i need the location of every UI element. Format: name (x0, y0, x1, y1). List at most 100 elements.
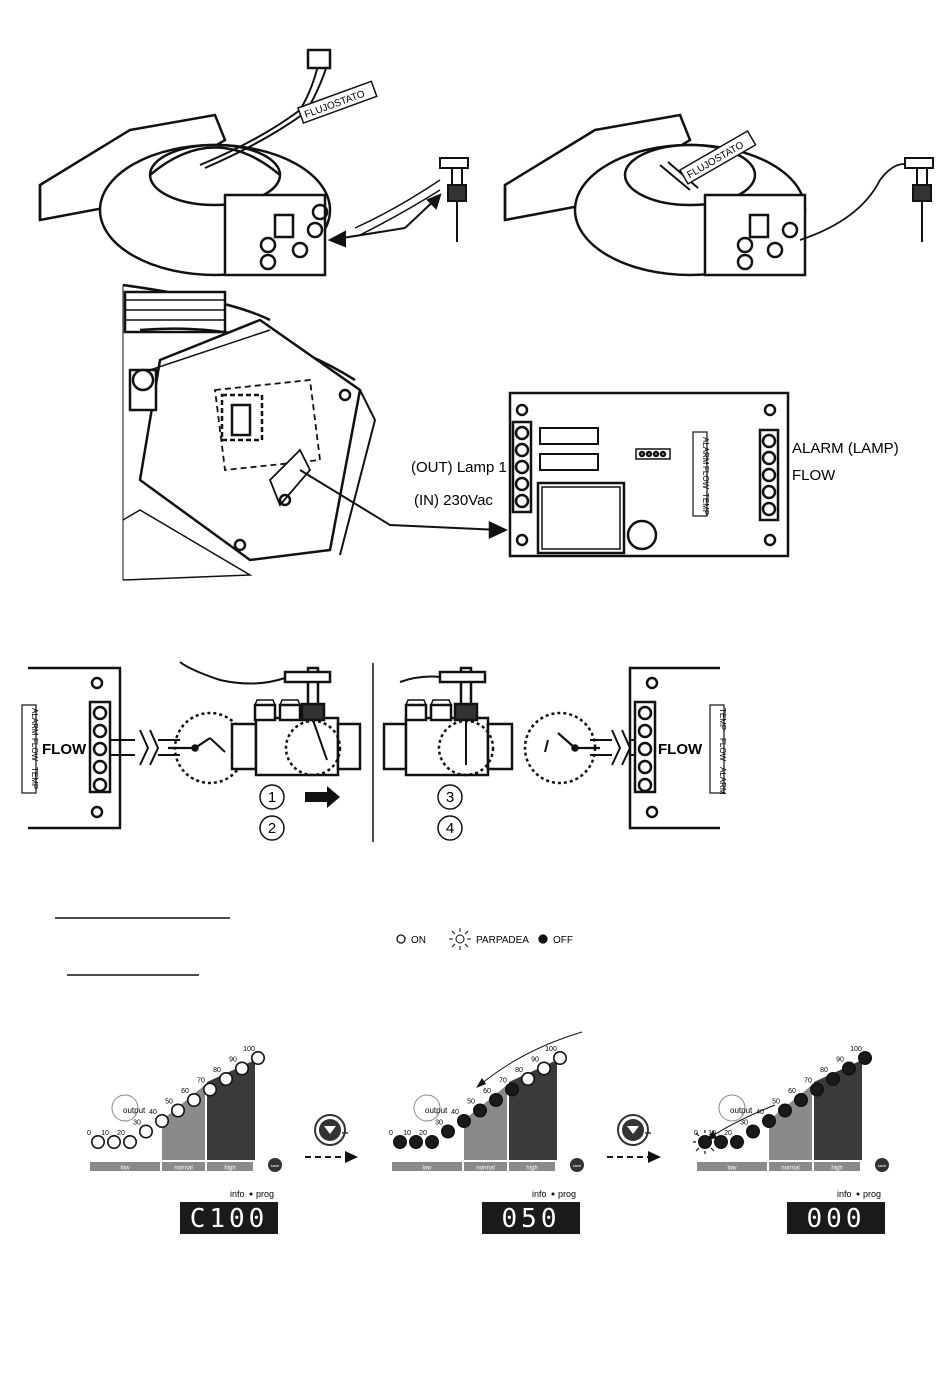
lcd-value: 000 (807, 1204, 866, 1234)
zone-label-low: low (422, 1166, 432, 1172)
flow-label-left: FLOW (42, 741, 87, 758)
scale-led (171, 1103, 186, 1118)
scale-led (536, 1061, 551, 1076)
svg-text:FLOW: FLOW (701, 466, 710, 490)
zone-label-normal: normal (476, 1166, 494, 1172)
label-in-230vac: (IN) 230Vac (414, 492, 493, 509)
flujostato-tag-left: FLUJOSTATO (297, 80, 378, 124)
circuit-board (508, 391, 790, 558)
scale-led (123, 1135, 138, 1150)
zone-bar-normal (464, 1162, 507, 1171)
scale-led (91, 1135, 106, 1150)
scale-led (392, 1135, 407, 1150)
scale-led (203, 1082, 218, 1097)
transition-arrow-1 (305, 1114, 358, 1163)
scale-led (139, 1124, 154, 1139)
scale-tick-label: 20 (724, 1130, 732, 1137)
scale-tick-label: 80 (213, 1067, 221, 1074)
scale-tick-label: 20 (419, 1130, 427, 1137)
scale-tick-label: 50 (772, 1099, 780, 1106)
scale-tick-label: 60 (181, 1088, 189, 1095)
zone-label-high: high (831, 1166, 842, 1172)
controller-illustration-right (503, 113, 911, 277)
zone-label-normal: normal (174, 1166, 192, 1172)
scale-led (761, 1114, 776, 1129)
legend-blink-label: PARPADEA (476, 935, 529, 946)
zone-high-block (509, 1060, 557, 1160)
legend-blink-icon (449, 928, 471, 950)
info-prog-dot (249, 1192, 253, 1196)
scale-tick-label: 40 (451, 1109, 459, 1116)
scale-tick-label: 90 (229, 1057, 237, 1064)
scale-led (235, 1061, 250, 1076)
flow-side-labels-left: ALARM FLOW TEMP (30, 708, 39, 789)
save-label: save (271, 1163, 280, 1168)
save-label: save (878, 1163, 887, 1168)
scale-tick-label: 70 (499, 1078, 507, 1085)
scale-tick-label: 50 (165, 1099, 173, 1106)
lcd-value: 050 (502, 1204, 561, 1234)
output-indicator (111, 1094, 139, 1122)
scale-led (857, 1051, 872, 1066)
lcd-display (787, 1202, 885, 1234)
zone-label-normal: normal (781, 1166, 799, 1172)
zone-high-block (207, 1060, 255, 1160)
scale-tick-label: 10 (403, 1130, 411, 1137)
flow-switch-probe-right (904, 157, 934, 242)
svg-text:TEMP: TEMP (701, 493, 710, 515)
label-out-lamp: (OUT) Lamp 1 (411, 459, 507, 476)
svg-text:TEMP: TEMP (30, 767, 39, 789)
svg-text:ALARM: ALARM (30, 708, 39, 736)
scale-led (456, 1114, 471, 1129)
scale-tick-label: 30 (740, 1120, 748, 1127)
scale-led (440, 1124, 455, 1139)
zone-label-high: high (526, 1166, 537, 1172)
scale-led (219, 1072, 234, 1087)
scale-tick-label: 90 (531, 1057, 539, 1064)
prog-label: prog (256, 1189, 274, 1199)
zone-bar-high (814, 1162, 860, 1171)
save-button[interactable] (875, 1158, 889, 1172)
scale-tick-label: 10 (101, 1130, 109, 1137)
scale-led (187, 1093, 202, 1108)
scale-led (745, 1124, 760, 1139)
flow-switch-probe-left (327, 157, 469, 248)
save-button[interactable] (570, 1158, 584, 1172)
scale-tick-label: 0 (389, 1130, 393, 1137)
scale-led (504, 1082, 519, 1097)
scale-led (408, 1135, 423, 1150)
flow-panel-left (21, 666, 247, 830)
output-indicator (413, 1094, 441, 1122)
scale-led (488, 1093, 503, 1108)
zone-bar-high (509, 1162, 555, 1171)
scale-tick-label: 30 (435, 1120, 443, 1127)
scale-led (793, 1093, 808, 1108)
transition-arrow-2 (607, 1114, 661, 1163)
scale-tick-label: 40 (149, 1109, 157, 1116)
scale-tick-label: 100 (243, 1046, 255, 1053)
board-vertical-labels: ALARM FLOW TEMP (701, 437, 710, 515)
scale-led (841, 1061, 856, 1076)
save-label: save (573, 1163, 582, 1168)
scale-led (472, 1103, 487, 1118)
scale-tick-label: 70 (197, 1078, 205, 1085)
svg-text:2: 2 (268, 820, 276, 837)
scale-tick-label: 60 (483, 1088, 491, 1095)
svg-text:TEMP: TEMP (718, 708, 727, 730)
scale-led (777, 1103, 792, 1118)
zone-bar-high (207, 1162, 253, 1171)
info-label: info (837, 1189, 852, 1199)
svg-text:1: 1 (268, 789, 276, 806)
prog-label: prog (558, 1189, 576, 1199)
scale-tick-label: 20 (117, 1130, 125, 1137)
svg-text:ALARM: ALARM (701, 437, 710, 465)
decrease-arrowhead (707, 1130, 717, 1140)
scale-tick-label: 100 (545, 1046, 557, 1053)
scale-led (825, 1072, 840, 1087)
zone-bar-normal (162, 1162, 205, 1171)
zone-high-block (814, 1060, 862, 1160)
save-button[interactable] (268, 1158, 282, 1172)
sequence-panel-3: lownormalhighsaveoutput01020304050607080… (693, 1046, 889, 1234)
